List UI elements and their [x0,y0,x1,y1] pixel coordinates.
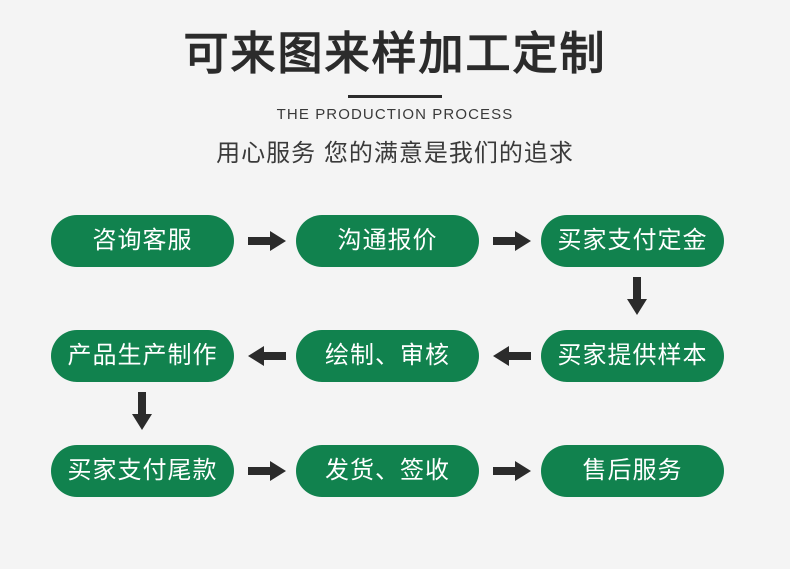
flow-row-2: 产品生产制作 绘制、审核 买家提供样本 [0,330,790,382]
arrow-right-icon [493,459,531,483]
process-step-buyer-pays-deposit[interactable]: 买家支付定金 [541,215,724,267]
header: 可来图来样加工定制 THE PRODUCTION PROCESS 用心服务 您的… [0,0,790,170]
process-flow: 咨询客服 沟通报价 买家支付定金 产品生产制作 绘 [0,215,790,497]
flow-row-3: 买家支付尾款 发货、签收 售后服务 [0,445,790,497]
arrow-down-icon [130,392,154,430]
process-step-buyer-provides-sample[interactable]: 买家提供样本 [541,330,724,382]
chinese-subtitle: 用心服务 您的满意是我们的追求 [216,140,574,167]
process-step-consult-support[interactable]: 咨询客服 [51,215,234,267]
arrow-right-icon [248,459,286,483]
arrow-left-icon [493,344,531,368]
process-step-shipping-receipt[interactable]: 发货、签收 [296,445,479,497]
page-title: 可来图来样加工定制 [183,28,607,79]
arrow-right-icon [248,229,286,253]
arrow-left-icon [248,344,286,368]
process-step-production[interactable]: 产品生产制作 [51,330,234,382]
process-step-after-sales-service[interactable]: 售后服务 [541,445,724,497]
title-divider [348,95,442,98]
process-step-drawing-review[interactable]: 绘制、审核 [296,330,479,382]
arrow-right-icon [493,229,531,253]
flow-row-1: 咨询客服 沟通报价 买家支付定金 [0,215,790,267]
process-step-buyer-pays-balance[interactable]: 买家支付尾款 [51,445,234,497]
arrow-down-icon [625,277,649,315]
process-step-quote-negotiation[interactable]: 沟通报价 [296,215,479,267]
english-subtitle: THE PRODUCTION PROCESS [276,106,514,123]
